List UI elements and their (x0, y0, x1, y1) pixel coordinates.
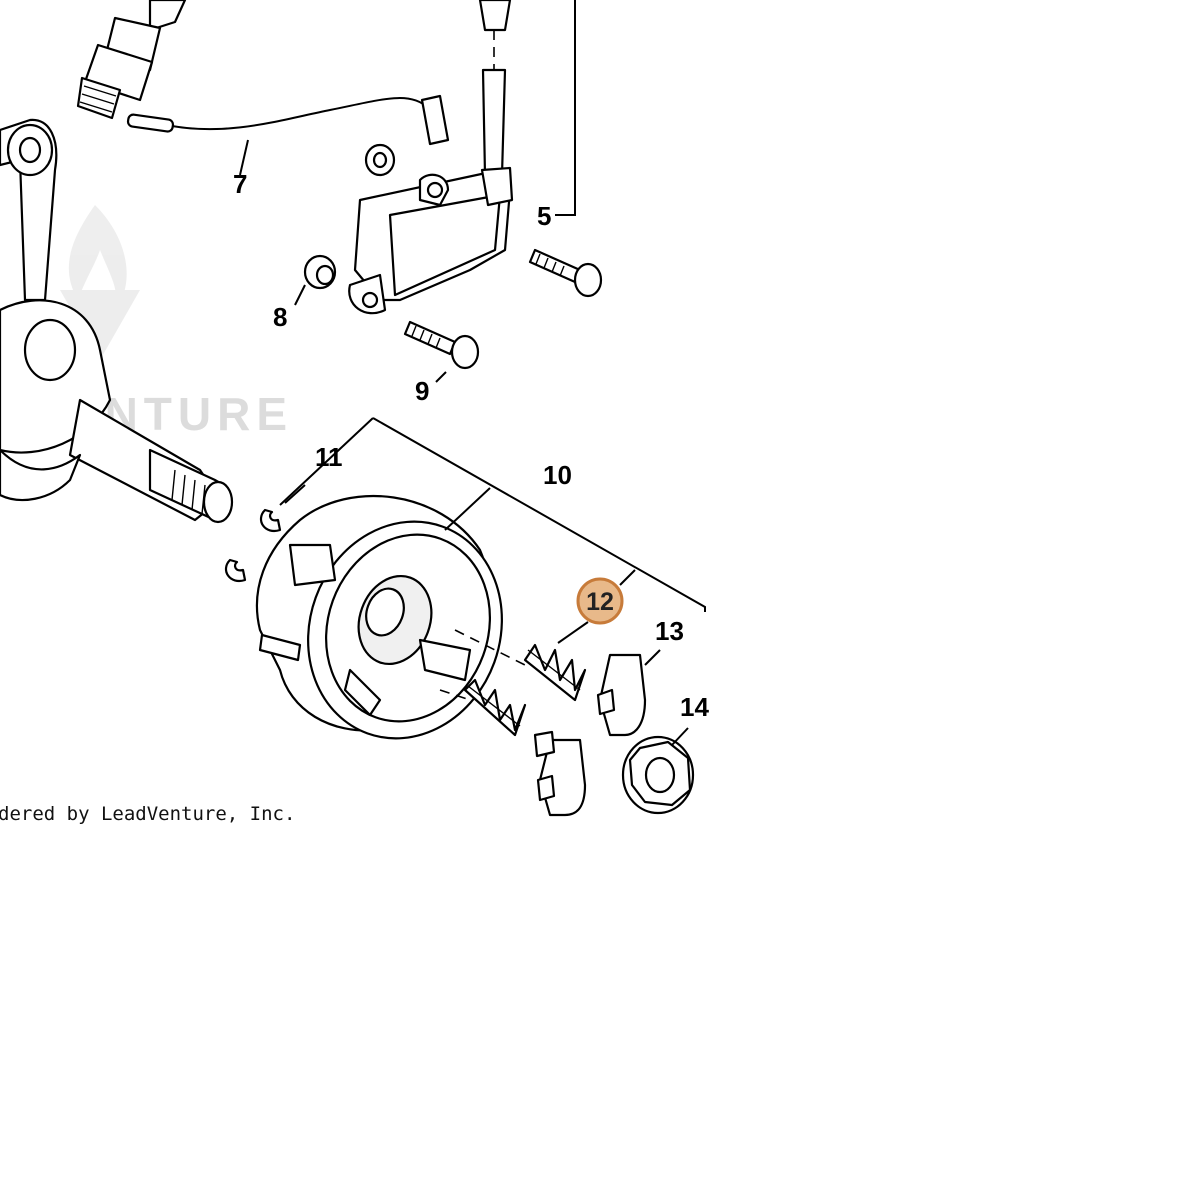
callout-9[interactable]: 9 (415, 376, 429, 406)
credit-text: dered by LeadVenture, Inc. (0, 803, 295, 825)
ignition-module (348, 0, 576, 315)
screw-upper (528, 248, 603, 298)
callout-12[interactable]: 12 (586, 588, 614, 616)
spring-pair (463, 643, 587, 737)
callout-12-highlight[interactable]: 12 (576, 577, 624, 625)
callout-13[interactable]: 13 (655, 616, 684, 646)
leader-13 (644, 649, 661, 666)
leader-10 (444, 487, 491, 531)
watermark-logo (60, 205, 140, 360)
callout-7[interactable]: 7 (233, 169, 247, 199)
screw-lower (403, 320, 480, 370)
circlip-pair (224, 508, 282, 583)
flange-nut (621, 735, 695, 815)
ignition-lead (126, 94, 450, 146)
bracket-10 (372, 417, 706, 612)
callout-10[interactable]: 10 (543, 460, 572, 490)
callout-14[interactable]: 14 (680, 692, 709, 722)
bracket-10-left (279, 417, 374, 506)
leader-11 (284, 484, 306, 504)
highlight-circle (576, 577, 624, 625)
pawl-pair (533, 653, 647, 817)
callout-8[interactable]: 8 (273, 302, 287, 332)
grommet (303, 254, 337, 290)
callout-5[interactable]: 5 (537, 201, 551, 231)
leader-12-bracket (619, 569, 636, 586)
leader-8 (294, 284, 306, 306)
leader-14 (671, 727, 689, 746)
flywheel (255, 494, 503, 740)
crankshaft (0, 118, 234, 524)
callout-11[interactable]: 11 (315, 442, 343, 472)
leader-9 (435, 371, 447, 383)
spark-plug (76, 0, 187, 120)
leader-7 (239, 139, 249, 176)
leader-12 (557, 621, 589, 644)
